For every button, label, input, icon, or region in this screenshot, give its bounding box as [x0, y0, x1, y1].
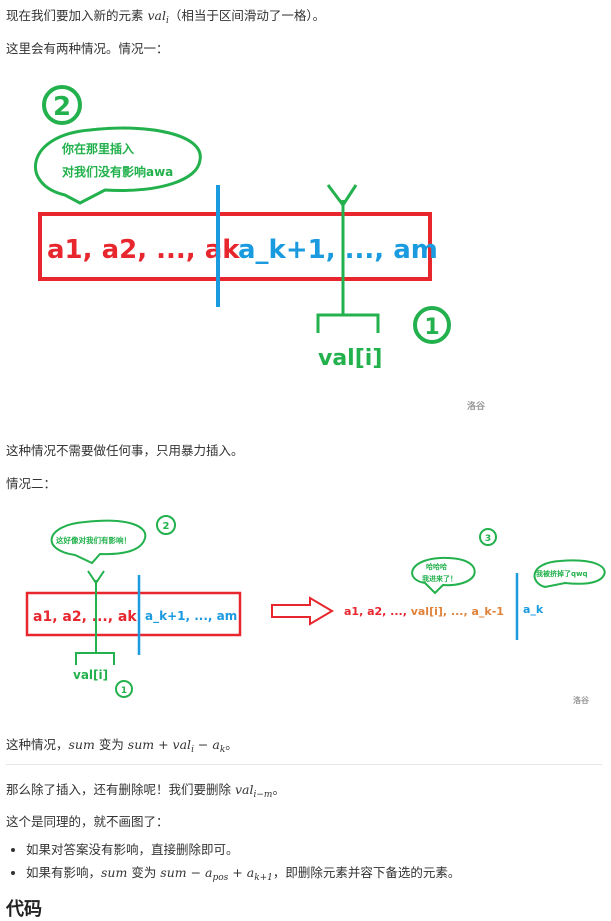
para-1-text-pre: 现在我们要加入新的元素 [6, 8, 148, 23]
seq-part-b: , ..., [443, 605, 472, 618]
circle-1-label: 1 [424, 315, 439, 340]
para-3: 这种情况不需要做任何事，只用暴力插入。 [6, 443, 244, 458]
para-5: 这种情况，sum 变为 sum + vali − ak。 [6, 734, 238, 755]
math-sum-2: sum [101, 865, 128, 880]
math-minus-a: − a [193, 737, 220, 752]
bubble-2-text: 这好像对我们有影响！ [56, 535, 131, 545]
math-val: val [147, 8, 166, 23]
box-right-text: a_k+1, ..., am [238, 235, 438, 265]
circle-1b-mark [115, 680, 133, 698]
circle-1b-label: 1 [121, 686, 127, 696]
math-sum: sum [68, 737, 95, 752]
speech-bubble-2 [50, 519, 147, 565]
speech-bubble-4 [533, 559, 606, 589]
insert-bracket [316, 313, 380, 333]
seq-part-c: a_k-1 [471, 605, 503, 618]
figure-case-1: 2 你在那里插入 对我们没有影响awa a1, a2, ..., ak a_k+… [34, 85, 486, 412]
math-sub-im: i−m [253, 790, 273, 800]
para-5-post: 。 [225, 737, 238, 752]
seq-ak: a_k [523, 603, 544, 616]
para-6-post: 。 [272, 782, 285, 797]
section-heading: 代码 [6, 899, 42, 920]
bullet-2-post: ，即删除元素并容下备选的元素。 [272, 865, 461, 880]
list-item: 如果对答案没有影响，直接删除即可。 [26, 842, 460, 858]
para-1: 现在我们要加入新的元素 vali（相当于区间滑动了一格）。 [6, 5, 325, 26]
circle-3-mark [479, 528, 497, 546]
insert-bracket-2 [75, 652, 115, 665]
bullet-2-mid: 变为 [127, 865, 161, 880]
sequence-box-2 [25, 591, 242, 637]
math-plus-a: + a [228, 865, 255, 880]
bullet-list: 如果对答案没有影响，直接删除即可。 如果有影响，sum 变为 sum − apo… [6, 842, 460, 893]
watermark-1: 洛谷 [467, 400, 486, 412]
para-7: 这个是同理的，就不画图了： [6, 814, 169, 829]
math-sum-val: sum + val [127, 737, 192, 752]
para-6: 那么除了插入，还有删除呢！我们要删除 vali−m。 [6, 779, 285, 800]
para-4: 情况二： [6, 476, 57, 491]
bubble-4-text: 我被挤掉了qwq [536, 569, 588, 578]
math-val-2: val [234, 782, 254, 797]
box-2-left-text: a1, a2, ..., ak [33, 609, 137, 625]
circle-2-label: 2 [53, 92, 71, 122]
box-2-right-text: a_k+1, ..., am [145, 609, 237, 624]
transform-arrow [271, 596, 334, 626]
divider-rule [6, 764, 602, 765]
para-6-pre: 那么除了插入，还有删除呢！我们要删除 [6, 782, 235, 797]
para-5-pre: 这种情况， [6, 737, 69, 752]
circle-2b-mark [156, 515, 176, 535]
seq-text: a1, a2, ..., val[i], ..., a_k-1 [344, 605, 504, 618]
math-sub-pos: pos [212, 873, 229, 883]
para-2: 这里会有两种情况。情况一： [6, 41, 169, 56]
val-label: val[i] [318, 346, 382, 371]
para-5-mid: 变为 [94, 737, 128, 752]
speech-bubble-3 [411, 556, 476, 595]
bubble-3-line-2: 我进来了！ [422, 574, 457, 583]
speech-bubble-1 [34, 126, 202, 205]
bullet-2-pre: 如果有影响， [26, 865, 102, 880]
bubble-3-line-1: 哈哈哈 [426, 562, 447, 571]
insert-arrow-head [326, 184, 358, 208]
list-item: 如果有影响，sum 变为 sum − apos + ak+1，即删除元素并容下备… [26, 865, 460, 886]
circle-2-mark [42, 85, 82, 125]
math-sub-i: i [191, 745, 194, 755]
figure-case-2: 这好像对我们有影响！ 2 a1, a2, ..., ak a_k+1, ...,… [25, 515, 606, 705]
math-sub-k: k [219, 745, 226, 755]
insert-arrow-2-head [87, 570, 105, 585]
sequence-box [38, 212, 432, 281]
seq-part-a: a1, a2, ..., [344, 605, 411, 618]
bubble-line-1: 你在那里插入 [61, 141, 134, 156]
watermark-2: 洛谷 [573, 695, 590, 705]
math-sub: i [166, 16, 169, 26]
val-label-2: val[i] [73, 668, 108, 682]
seq-part-val: val[i] [411, 605, 443, 618]
box-left-text: a1, a2, ..., ak [47, 235, 240, 265]
math-sub-k1: k+1 [254, 873, 273, 883]
circle-2b-label: 2 [163, 521, 170, 532]
circle-1-mark [413, 306, 451, 344]
math-sum-minus-a: sum − a [160, 865, 213, 880]
para-1-text-post: （相当于区间滑动了一格）。 [168, 8, 326, 23]
circle-3-label: 3 [485, 534, 491, 544]
bubble-line-2: 对我们没有影响awa [62, 164, 173, 179]
